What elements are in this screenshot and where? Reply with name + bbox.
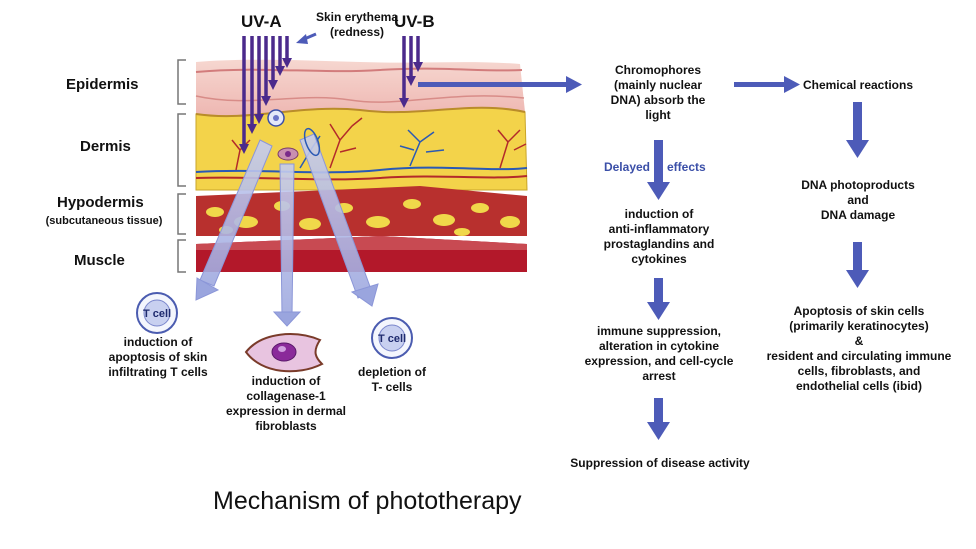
diagram-caption: Mechanism of phototherapy xyxy=(213,487,522,515)
uva-label: UV-A xyxy=(241,12,282,31)
uva-effect-beams xyxy=(195,133,379,327)
uva-effect-depletion: depletion of T- cells xyxy=(358,365,426,394)
apoptosis-skin-node: Apoptosis of skin cells (primarily kerat… xyxy=(766,304,952,393)
erythema-label: Skin erythema (redness) xyxy=(315,10,399,39)
tcell-right xyxy=(371,317,413,359)
dna-damage-node: DNA photoproducts and DNA damage xyxy=(801,178,915,222)
uva-effect-apoptosis-tcells: induction of apoptosis of skin infiltrat… xyxy=(108,335,208,379)
suppression-node: Suppression of disease activity xyxy=(570,456,750,470)
anti-inflammatory-node: induction of anti-inflammatory prostagla… xyxy=(603,207,715,266)
dermal-cells xyxy=(267,109,321,161)
layer-label-dermis: Dermis xyxy=(80,138,131,155)
delayed-label: Delayed xyxy=(603,160,650,174)
layer-label-hypodermis: Hypodermis xyxy=(57,194,144,211)
uvb-rays xyxy=(402,36,420,102)
layer-label-hypodermis-sub: (subcutaneous tissue) xyxy=(45,215,163,227)
uvb-label: UV-B xyxy=(394,12,435,31)
effects-label: effects xyxy=(667,160,706,174)
tcell-left-label: T cell xyxy=(143,308,171,320)
uvb-flow-arrows xyxy=(418,76,869,440)
fibroblast-cell xyxy=(244,333,324,373)
epidermis-layer xyxy=(196,59,525,117)
chromophores-node: Chromophores (mainly nuclear DNA) absorb… xyxy=(610,63,706,122)
uva-effect-collagenase: induction of collagenase-1 expression in… xyxy=(225,374,347,433)
layer-label-epidermis: Epidermis xyxy=(66,76,139,93)
chemical-reactions-node: Chemical reactions xyxy=(802,78,914,92)
tcell-left xyxy=(136,292,178,334)
layer-brackets xyxy=(177,59,186,273)
uva-rays xyxy=(242,36,289,148)
immune-suppression-node: immune suppression, alteration in cytoki… xyxy=(584,324,734,383)
tcell-right-label: T cell xyxy=(378,333,406,345)
layer-label-muscle: Muscle xyxy=(74,252,125,269)
